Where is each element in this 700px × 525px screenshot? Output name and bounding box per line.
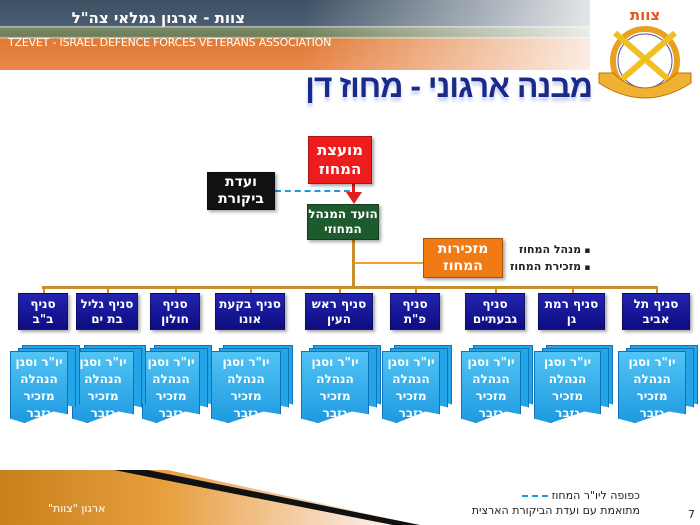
branch-roles-doc: יו"ר וסגן הנהלה מזכיר גזבר (142, 345, 212, 423)
role-item: יו"ר וסגן (543, 355, 592, 369)
page-number: 7 (688, 508, 695, 521)
role-item: גזבר (158, 406, 184, 420)
role-item: יו"ר וסגן (467, 355, 515, 369)
page-title: מבנה ארגוני - מחוז דן (305, 68, 593, 104)
header-english-title: TZEVET - ISRAEL DEFENCE FORCES VETERANS … (8, 36, 332, 49)
header-hebrew-title: צוות - ארגון גמלאי צה"ל (71, 9, 245, 27)
branch-roles-doc: יו"ר וסגן הנהלה מזכיר גזבר (72, 345, 146, 423)
role-item: גזבר (639, 406, 665, 420)
branch-roles-doc: יו"ר וסגן הנהלה מזכיר גזבר (10, 345, 80, 423)
role-item: מזכיר (475, 389, 507, 403)
header-banner (0, 0, 590, 70)
role-item: מזכיר (23, 389, 55, 403)
roles-list: יו"ר וסגן הנהלה מזכיר גזבר (534, 351, 601, 423)
role-item: מזכיר (319, 389, 351, 403)
roles-list: יו"ר וסגן הנהלה מזכיר גזבר (142, 351, 200, 423)
role-item: יו"ר וסגן (147, 355, 195, 369)
branch-box: סניף ראש העין (305, 293, 373, 330)
role-item: מזכיר (155, 389, 187, 403)
role-item: גזבר (90, 406, 116, 420)
legend: כפופה ליו"ר המחוז מתואמת עם ועדת הביקורת… (472, 488, 640, 518)
branch-box: סניף רמת גן (538, 293, 605, 330)
dashed-connector (275, 190, 350, 192)
role-item: מזכיר (636, 389, 668, 403)
branch-connector (43, 286, 45, 294)
role-item: מזכיר (230, 389, 262, 403)
connector-branches (42, 286, 658, 289)
branch-connector (250, 286, 252, 294)
roles-list: יו"ר וסגן הנהלה מזכיר גזבר (301, 351, 369, 423)
branch-connector (571, 286, 574, 294)
role-item: הנהלה (392, 372, 430, 386)
role-item: הנהלה (20, 372, 58, 386)
roles-list: יו"ר וסגן הנהלה מזכיר גזבר (10, 351, 68, 423)
roles-list: יו"ר וסגן הנהלה מזכיר גזבר (72, 351, 134, 423)
staff-list: מנהל המחוז מזכירת המחוז (510, 242, 590, 276)
district-council-box: מועצת המחוז (308, 136, 372, 184)
branch-roles-doc: יו"ר וסגן הנהלה מזכיר גזבר (301, 345, 381, 423)
tzevet-logo: צוות (598, 6, 692, 99)
role-item: הנהלה (548, 372, 587, 386)
footer-org-name: ארגון "צוות" (48, 502, 106, 515)
roles-list: יו"ר וסגן הנהלה מזכיר גזבר (461, 351, 521, 423)
branch-box: סניף גליל בת ים (76, 293, 138, 330)
branch-roles-doc: יו"ר וסגן הנהלה מזכיר גזבר (618, 345, 698, 423)
branch-box: סניף בקעת אונו (215, 293, 285, 330)
branch-roles-doc: יו"ר וסגן הנהלה מזכיר גזבר (461, 345, 533, 423)
role-item: יו"ר וסגן (222, 355, 270, 369)
roles-list: יו"ר וסגן הנהלה מזכיר גזבר (211, 351, 281, 423)
role-item: יו"ר וסגן (15, 355, 63, 369)
branch-roles-doc: יו"ר וסגן הנהלה מזכיר גזבר (382, 345, 452, 423)
role-item: מזכיר (551, 389, 584, 403)
arrow-down-icon (346, 192, 362, 204)
role-item: גזבר (398, 406, 424, 420)
role-item: הנהלה (84, 372, 122, 386)
branch-connector (495, 286, 497, 294)
role-item: הנהלה (316, 372, 354, 386)
branch-roles-doc: יו"ר וסגן הנהלה מזכיר גזבר (211, 345, 293, 423)
svg-text:צוות: צוות (630, 6, 660, 24)
role-item: יו"ר וסגן (387, 355, 435, 369)
role-item: יו"ר וסגן (628, 355, 676, 369)
role-item: מזכיר (87, 389, 119, 403)
arrow-shaft (352, 184, 355, 194)
branch-connector (656, 286, 658, 294)
branch-box: סניף גבעתיים (465, 293, 525, 330)
legend-line1: כפופה ליו"ר המחוז (551, 489, 640, 502)
branch-box: סניף ב"ב (18, 293, 68, 330)
role-item: גזבר (26, 406, 52, 420)
role-item: הנהלה (227, 372, 265, 386)
legend-line2: מתואמת עם ועדת הביקורת הארצית (471, 504, 640, 517)
branch-roles-doc: יו"ר וסגן הנהלה מזכיר גזבר (534, 345, 613, 423)
role-item: גזבר (555, 406, 580, 420)
roles-list: יו"ר וסגן הנהלה מזכיר גזבר (382, 351, 440, 423)
connector-secretariat (355, 262, 423, 264)
role-item: גזבר (233, 406, 259, 420)
staff-item: מנהל המחוז (510, 242, 590, 259)
branch-connector (175, 286, 177, 294)
district-secretariat-box: מזכירות המחוז (423, 238, 503, 278)
roles-list: יו"ר וסגן הנהלה מזכיר גזבר (618, 351, 686, 423)
role-item: יו"ר וסגן (79, 355, 127, 369)
role-item: הנהלה (152, 372, 190, 386)
branch-box: סניף תל אביב (622, 293, 690, 330)
audit-committee-box: ועדת ביקורת (207, 172, 275, 210)
connector-trunk (352, 240, 355, 288)
district-board-box: הועד המנהל המחוזי (307, 204, 379, 240)
dashed-line-icon (521, 495, 548, 497)
role-item: מזכיר (395, 389, 427, 403)
branch-box: סניף פ"ת (390, 293, 440, 330)
branch-connector (339, 286, 341, 294)
role-item: יו"ר וסגן (311, 355, 359, 369)
role-item: גזבר (322, 406, 348, 420)
role-item: גזבר (478, 406, 504, 420)
branch-box: סניף חולון (150, 293, 200, 330)
branch-connector (415, 286, 417, 294)
role-item: הנהלה (633, 372, 671, 386)
staff-item: מזכירת המחוז (510, 259, 590, 276)
branch-connector (107, 286, 109, 294)
role-item: הנהלה (472, 372, 510, 386)
